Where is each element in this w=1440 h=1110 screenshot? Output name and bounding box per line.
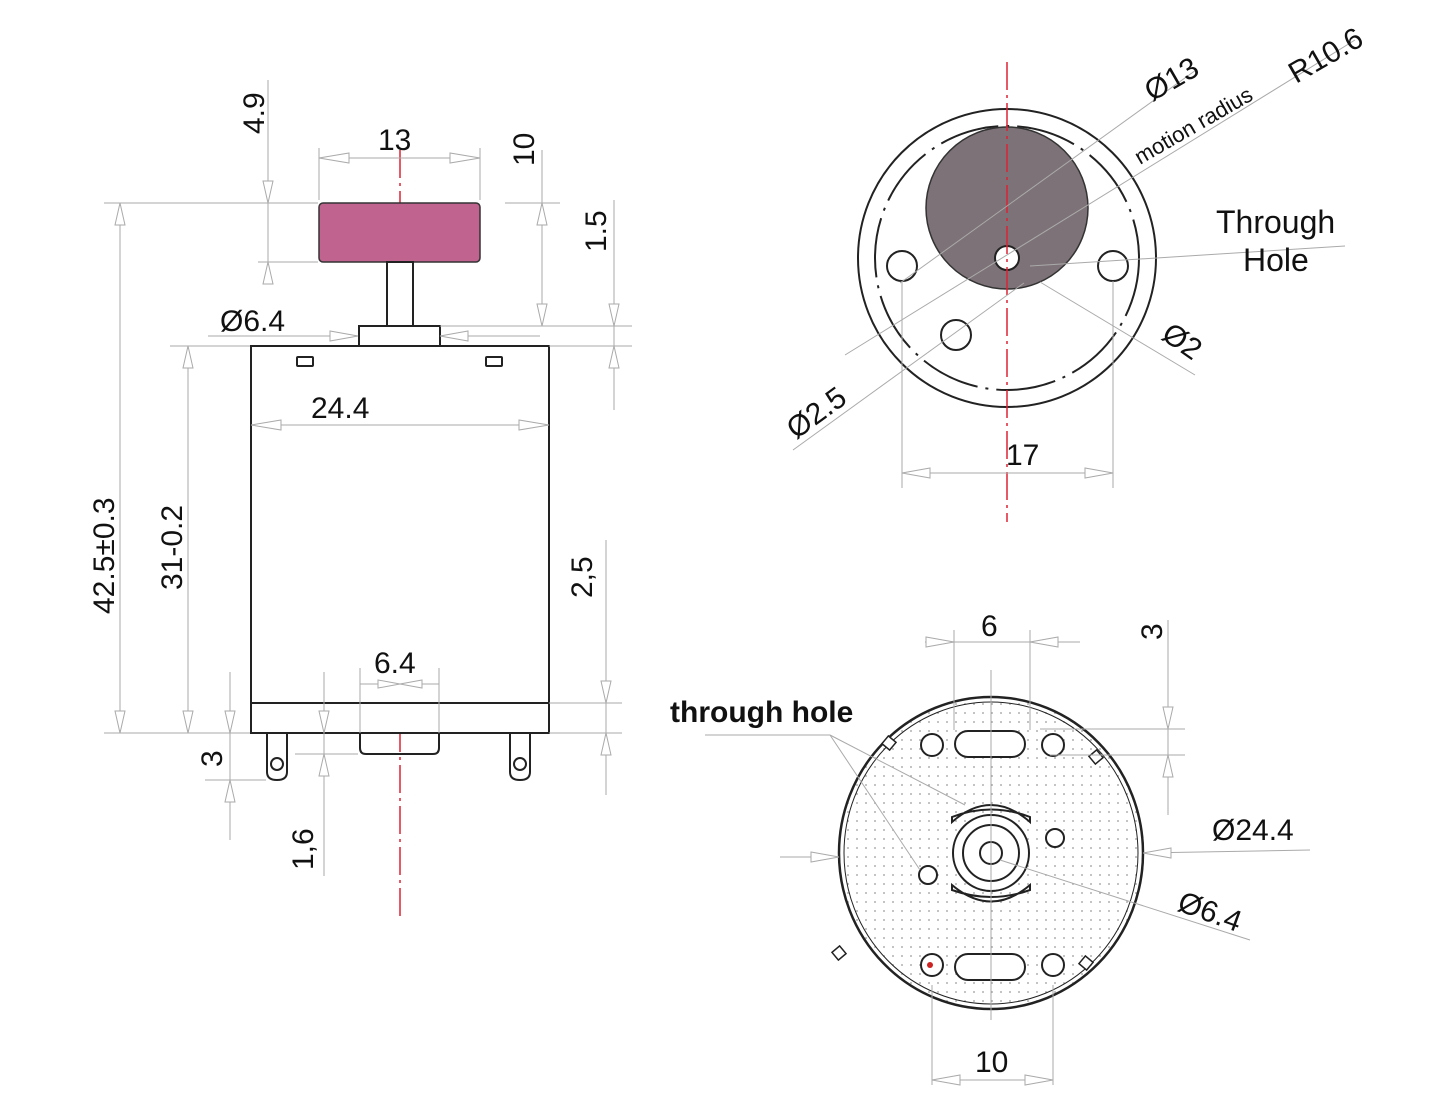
dim-d6-4-front: Ø6.4 bbox=[220, 305, 285, 338]
dim-d13: Ø13 bbox=[1139, 51, 1205, 108]
notch bbox=[1077, 954, 1095, 972]
polarity-dot bbox=[927, 962, 933, 968]
dim-31: 31-0.2 bbox=[156, 505, 189, 590]
arrow bbox=[1029, 636, 1059, 648]
dim-4-9: 4.9 bbox=[238, 92, 271, 134]
side-arrowheads bbox=[114, 152, 620, 803]
dim-10: 10 bbox=[508, 133, 541, 166]
dim-13: 13 bbox=[378, 124, 411, 157]
dim-d2: Ø2 bbox=[1156, 317, 1208, 367]
dim-10-rear: 10 bbox=[975, 1046, 1008, 1079]
terminal-hole-left bbox=[270, 757, 284, 771]
terminal-hole-tr bbox=[1041, 733, 1065, 757]
arrow bbox=[810, 851, 840, 863]
dim-r10-6: R10.6 bbox=[1283, 21, 1369, 90]
front-boss bbox=[358, 325, 441, 347]
dim-2-5: 2,5 bbox=[566, 556, 599, 598]
dim-1-6: 1,6 bbox=[287, 828, 320, 870]
dim-24-4: 24.4 bbox=[311, 392, 369, 425]
dim-3-slot: 3 bbox=[1136, 623, 1169, 640]
dim-6-4-rear: 6.4 bbox=[374, 647, 416, 680]
rear-boss bbox=[359, 733, 440, 755]
dim-42-5: 42.5±0.3 bbox=[88, 497, 121, 614]
notch bbox=[880, 734, 898, 752]
dim-d6-4-rear: Ø6.4 bbox=[1174, 886, 1246, 939]
through-hole-line1: Through bbox=[1216, 204, 1335, 240]
arrow bbox=[1084, 467, 1114, 479]
arrow bbox=[1142, 847, 1172, 859]
shaft bbox=[386, 261, 414, 327]
terminal-slot-bottom bbox=[954, 953, 1026, 981]
arrow bbox=[925, 636, 955, 648]
motor-body bbox=[250, 345, 550, 734]
pinion-gear bbox=[318, 202, 481, 263]
front-view: 17 Ø13 motion radius R10.6 Through Hole … bbox=[781, 21, 1369, 522]
arrow bbox=[931, 1074, 961, 1086]
rear-dimension-lines bbox=[705, 620, 1311, 1085]
dim-3-terminal: 3 bbox=[196, 750, 229, 767]
terminal-slot-top bbox=[954, 730, 1026, 758]
vent-hole bbox=[940, 319, 972, 351]
arrow bbox=[1162, 706, 1174, 730]
arrow bbox=[1162, 754, 1174, 778]
notch bbox=[1087, 748, 1105, 766]
rear-view: 6 3 through hole Ø24.4 Ø6.4 10 bbox=[670, 610, 1311, 1086]
side-view: 4.9 13 10 1.5 Ø6.4 24.4 42.5±0.3 31-0.2 … bbox=[88, 80, 632, 920]
mount-hole-left bbox=[886, 250, 918, 282]
terminal-hole-right bbox=[513, 757, 527, 771]
through-hole-right bbox=[1045, 828, 1065, 848]
arrow bbox=[1024, 1074, 1054, 1086]
notch bbox=[830, 944, 848, 962]
through-hole-left bbox=[918, 865, 938, 885]
vent-slot-left bbox=[296, 356, 314, 367]
through-hole-line2: Hole bbox=[1243, 242, 1309, 278]
terminal-left bbox=[266, 733, 288, 782]
terminal-right bbox=[509, 733, 531, 782]
dim-17: 17 bbox=[1006, 439, 1039, 472]
dim-1-5: 1.5 bbox=[580, 210, 613, 252]
vent-slot-right bbox=[485, 356, 503, 367]
dim-6: 6 bbox=[981, 610, 998, 643]
arrow bbox=[901, 467, 931, 479]
mount-hole-right bbox=[1097, 250, 1129, 282]
dim-d24-4: Ø24.4 bbox=[1212, 814, 1294, 847]
terminal-hole-tl bbox=[920, 733, 944, 757]
dim-d2-5: Ø2.5 bbox=[781, 381, 853, 446]
brush-arc-top bbox=[951, 804, 1031, 825]
terminal-hole-br bbox=[1041, 953, 1065, 977]
through-hole-label: through hole bbox=[670, 696, 853, 729]
front-dimension-lines bbox=[792, 39, 1356, 488]
brush-arc-bottom bbox=[951, 882, 1031, 903]
